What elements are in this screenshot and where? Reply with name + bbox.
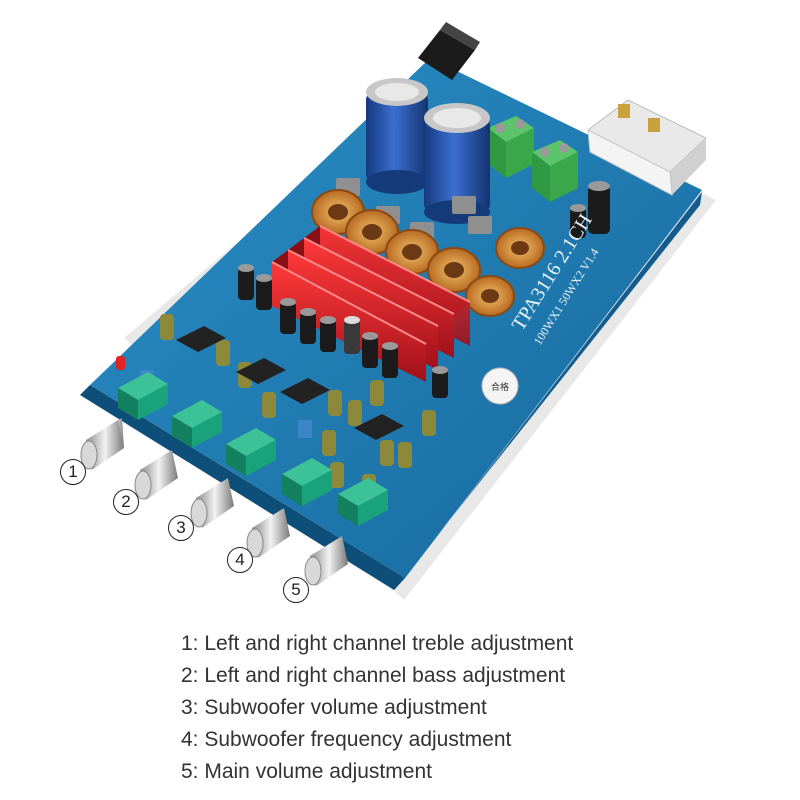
- speaker-terminal: [488, 116, 534, 178]
- callout-2: 2: [113, 489, 139, 515]
- potentiometer-2: [134, 400, 222, 500]
- knob-legend: 1: Left and right channel treble adjustm…: [181, 628, 573, 788]
- capacitor-small-group: [238, 264, 448, 398]
- inductor-coil: [465, 275, 515, 317]
- capacitor-small: [588, 181, 610, 234]
- potentiometer-3: [190, 428, 276, 528]
- svg-text:合格: 合格: [491, 381, 509, 393]
- potentiometer-4: [246, 458, 332, 558]
- callout-4: 4: [227, 547, 253, 573]
- input-connector: [587, 99, 707, 196]
- film-capacitor: [298, 420, 312, 438]
- ic-chip: [280, 378, 330, 404]
- callout-3: 3: [168, 515, 194, 541]
- ic-chip: [236, 358, 286, 384]
- legend-item: 1: Left and right channel treble adjustm…: [181, 632, 574, 655]
- inductor-coil: [495, 227, 545, 269]
- ic-chip: [176, 326, 226, 352]
- amplifier-board-photo: TPA3116 2.1CH 100WX1 50WX2 V1.4 合格: [80, 22, 716, 600]
- pcb-edge: [80, 385, 405, 590]
- capacitor-small: [570, 204, 586, 238]
- legend-item: 5: Main volume adjustment: [181, 760, 432, 783]
- callout-5: 5: [283, 577, 309, 603]
- legend-item: 3: Subwoofer volume adjustment: [181, 696, 487, 719]
- speaker-terminal: [532, 140, 578, 202]
- qc-sticker: 合格: [481, 367, 519, 405]
- callout-1: 1: [60, 459, 86, 485]
- legend-item: 4: Subwoofer frequency adjustment: [181, 728, 512, 751]
- legend-item: 2: Left and right channel bass adjustmen…: [181, 664, 566, 687]
- power-led: [116, 356, 125, 370]
- heatsink: [271, 225, 471, 382]
- potentiometer-1: [80, 372, 168, 470]
- ic-chip: [354, 414, 404, 440]
- dc-power-jack: [418, 22, 480, 80]
- potentiometer-5: [304, 478, 388, 586]
- inductor-coil: [427, 247, 481, 293]
- capacitor-large: [366, 78, 428, 194]
